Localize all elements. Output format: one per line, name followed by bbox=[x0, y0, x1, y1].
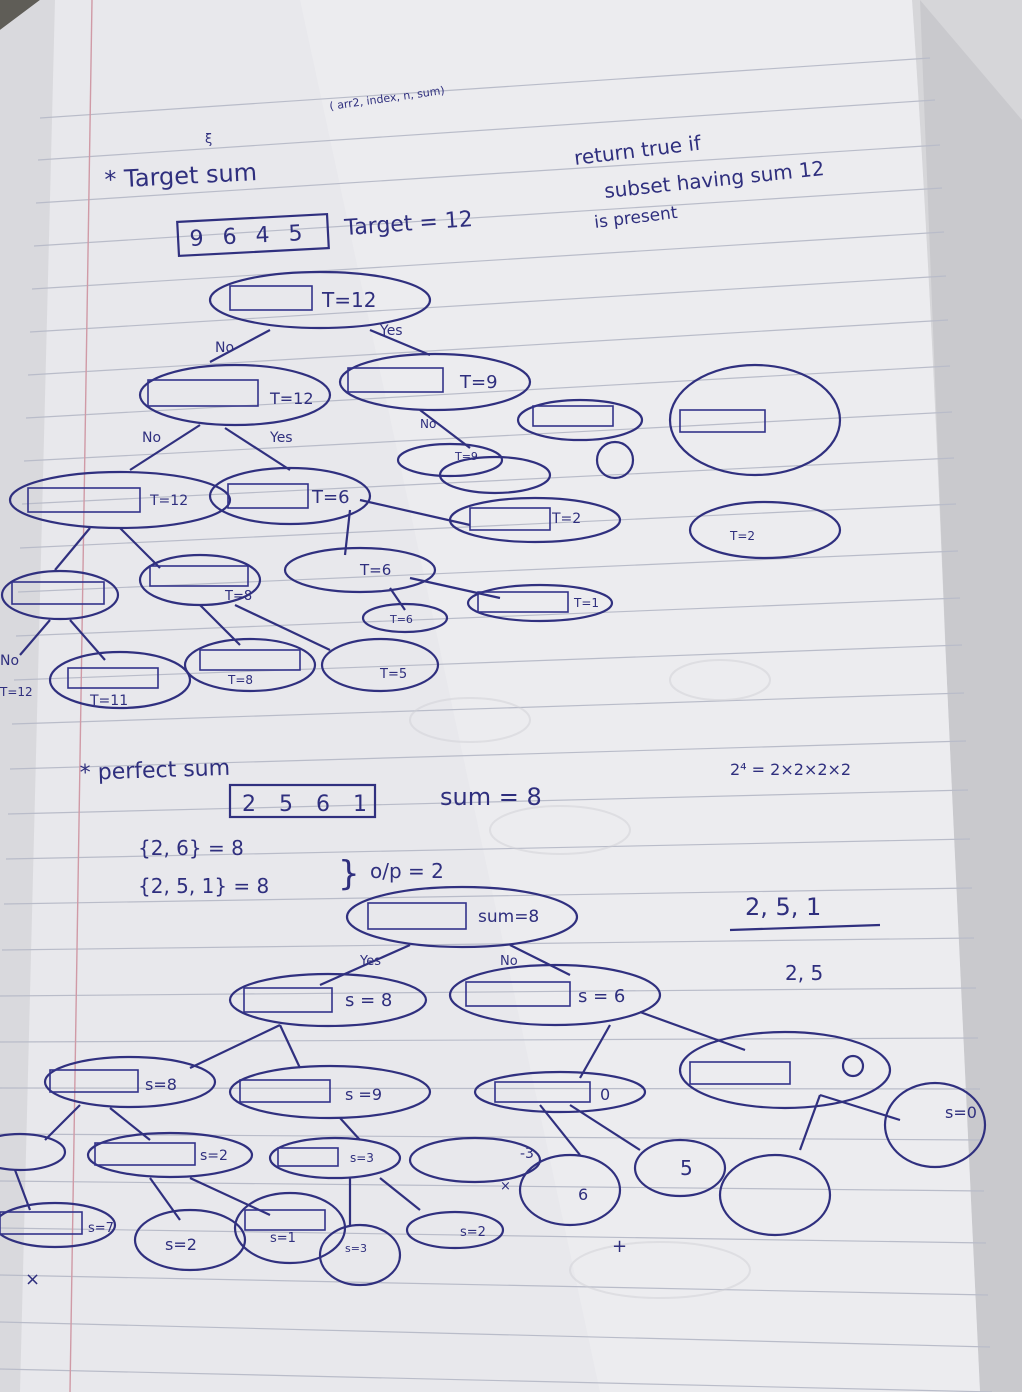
svg-text:9 6 4 5: 9 6 4 5 bbox=[189, 221, 309, 252]
svg-text:No: No bbox=[500, 954, 518, 969]
svg-text:sum=8: sum=8 bbox=[478, 907, 539, 927]
svg-text:s=0: s=0 bbox=[945, 1103, 977, 1122]
svg-text:T=12: T=12 bbox=[0, 685, 33, 699]
power-note: 2⁴ = 2×2×2×2 bbox=[730, 760, 851, 779]
svg-text:T=12: T=12 bbox=[321, 288, 376, 312]
svg-text:Yes: Yes bbox=[359, 954, 381, 969]
svg-text:T=6: T=6 bbox=[389, 613, 413, 626]
svg-text:s = 6: s = 6 bbox=[578, 986, 625, 1007]
svg-text:No: No bbox=[0, 653, 19, 669]
svg-text:T=8: T=8 bbox=[224, 589, 252, 604]
svg-text:T=1: T=1 bbox=[573, 596, 599, 610]
svg-text:6: 6 bbox=[578, 1185, 588, 1204]
bleed-through bbox=[409, 659, 771, 1299]
svg-text:s=3: s=3 bbox=[345, 1242, 367, 1255]
note-b: 2, 5 bbox=[785, 961, 823, 985]
section2-sum: sum = 8 bbox=[440, 783, 542, 811]
brace: } bbox=[338, 854, 360, 894]
svg-text:T=12: T=12 bbox=[149, 493, 188, 509]
svg-text:T=5: T=5 bbox=[379, 667, 407, 682]
svg-text:Yes: Yes bbox=[379, 323, 403, 339]
small-mark: ξ bbox=[205, 132, 212, 147]
svg-text:0: 0 bbox=[600, 1085, 610, 1104]
svg-text:s =9: s =9 bbox=[345, 1085, 382, 1104]
svg-text:T=2: T=2 bbox=[551, 511, 581, 527]
svg-text:s=2: s=2 bbox=[165, 1235, 197, 1254]
svg-text:Yes: Yes bbox=[269, 430, 293, 446]
svg-text:s=8: s=8 bbox=[145, 1075, 177, 1094]
set-2: {2, 5, 1} = 8 bbox=[138, 874, 269, 898]
section1-array: 9 6 4 5 bbox=[176, 212, 330, 258]
svg-text:s=3: s=3 bbox=[350, 1151, 374, 1165]
svg-text:×: × bbox=[25, 1269, 40, 1290]
ruled-lines bbox=[0, 57, 993, 1392]
output: o/p = 2 bbox=[370, 859, 444, 883]
svg-text:T=2: T=2 bbox=[729, 529, 755, 543]
svg-text:+: + bbox=[612, 1236, 627, 1257]
svg-text:T=11: T=11 bbox=[89, 693, 128, 709]
svg-text:No: No bbox=[142, 430, 161, 446]
section2-title: * perfect sum bbox=[79, 756, 230, 786]
svg-text:s=2: s=2 bbox=[460, 1225, 486, 1240]
section2-array: 2 5 6 1 bbox=[228, 783, 377, 819]
svg-text:5: 5 bbox=[680, 1156, 693, 1180]
svg-text:T=9: T=9 bbox=[459, 372, 498, 393]
target-sum-tree: T=12 No Yes T=12 T=9 No Yes No T=9 T=12 … bbox=[0, 270, 842, 710]
svg-text:s=7: s=7 bbox=[88, 1221, 114, 1236]
svg-text:No: No bbox=[215, 340, 234, 356]
svg-text:T=6: T=6 bbox=[359, 561, 391, 579]
svg-text:s = 8: s = 8 bbox=[345, 990, 392, 1011]
svg-text:T=12: T=12 bbox=[269, 389, 314, 408]
svg-text:T=9: T=9 bbox=[454, 450, 478, 463]
svg-text:T=6: T=6 bbox=[311, 487, 350, 508]
svg-text:s=2: s=2 bbox=[200, 1148, 228, 1164]
note-a: 2, 5, 1 bbox=[745, 893, 821, 921]
svg-text:×: × bbox=[500, 1179, 511, 1194]
svg-text:No: No bbox=[420, 417, 436, 431]
svg-text:2 5 6 1: 2 5 6 1 bbox=[242, 792, 375, 817]
perfect-sum-tree: sum=8 Yes No s = 8 s = 6 s=8 s =9 0 s=2 bbox=[0, 885, 987, 1290]
svg-text:-3: -3 bbox=[520, 1146, 534, 1162]
svg-text:T=8: T=8 bbox=[227, 673, 253, 687]
svg-text:s=1: s=1 bbox=[270, 1231, 296, 1246]
margin-line bbox=[69, 0, 93, 1392]
set-1: {2, 6} = 8 bbox=[138, 836, 244, 860]
